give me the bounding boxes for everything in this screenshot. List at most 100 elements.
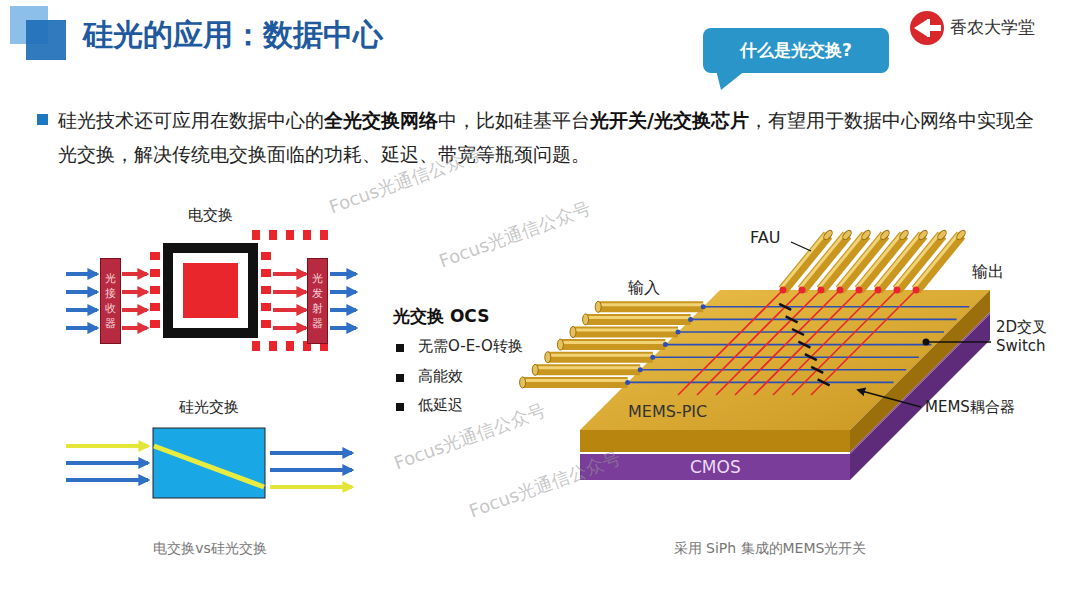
part-label: 光交换 OCS [393, 305, 489, 328]
output-waveguide [773, 290, 878, 395]
chip-die [183, 263, 238, 318]
fiber-highlight [535, 366, 640, 369]
input-fiber [598, 301, 703, 312]
emphasis-text: 光开关/光交换芯片 [590, 109, 749, 131]
bullet-item: 无需O-E-O转换 [418, 337, 523, 356]
input-fiber [548, 352, 653, 363]
part-label: 输出 [972, 262, 1004, 283]
chip-pin [150, 303, 160, 311]
logo-icon [910, 11, 944, 45]
fiber-end [936, 229, 948, 241]
node-label: CMOS [690, 457, 741, 477]
signal-arrows [273, 274, 306, 328]
input-fiber [535, 364, 640, 375]
coupling-dot [625, 380, 630, 385]
input-fiber [573, 327, 678, 338]
mems-switch [818, 379, 830, 385]
node-label: 硅光交换 [150, 398, 268, 417]
label-holder: 香农大学堂 [950, 16, 1035, 39]
fiber-end [917, 229, 929, 241]
fiber-end [898, 229, 910, 241]
bullet-item: 高能效 [418, 367, 463, 386]
bullet-item: 低延迟 [418, 396, 463, 415]
body-text: 中，比如硅基平台 [438, 109, 590, 131]
output-waveguide [735, 290, 840, 395]
fiber-end [520, 377, 526, 388]
silicon-photonic-switch: 硅光交换 [150, 398, 268, 499]
label-holder: 光交换 OCS [393, 305, 489, 328]
ocs-bullets [396, 344, 404, 411]
mems-pic-layer: MEMS-PIC [515, 222, 1000, 462]
fiber-end [595, 301, 601, 312]
fiber-highlight [800, 233, 845, 288]
output-waveguide [811, 290, 916, 395]
coupling-dot [913, 287, 920, 294]
si-switch-box [153, 428, 265, 498]
mems-switch [779, 304, 791, 310]
node-label: 什么是光交换? [740, 39, 852, 62]
label-holder: 输入 [628, 278, 660, 299]
part-label: MEMS耦合器 [925, 398, 1015, 417]
coupling-dot [856, 287, 863, 294]
input-waveguide [703, 306, 969, 308]
slide-title: 硅光的应用：数据中心 [83, 15, 383, 56]
mems-switch [786, 316, 798, 322]
input-waveguide [628, 382, 894, 384]
switched-path [154, 446, 264, 487]
mems-switch [798, 342, 810, 348]
output-waveguide [678, 290, 783, 395]
part-label: FAU [750, 228, 780, 247]
fiber-end [860, 229, 872, 241]
optical-receiver: 光接收器 [100, 258, 121, 344]
fiber-highlight [876, 233, 921, 288]
output-fiber [916, 235, 961, 290]
output-fiber [897, 235, 942, 290]
leader-dot [923, 339, 930, 346]
signal-arrow [122, 290, 147, 294]
fiber-highlight [914, 233, 959, 288]
chip-pin [286, 341, 294, 351]
figure-caption: 采用 SiPh 集成的MEMS光开关 [560, 540, 980, 558]
signal-arrow [273, 308, 306, 312]
signal-arrow [273, 326, 306, 330]
body-text: 硅光技术还可应用在数据中心的 [58, 109, 324, 131]
signal-arrow [122, 326, 147, 330]
fiber-end [532, 364, 538, 375]
fiber-end [583, 314, 589, 325]
chip-pin [150, 320, 160, 328]
chip-pin [269, 341, 277, 351]
mems-switch [805, 354, 817, 360]
coupling-dot [799, 287, 806, 294]
output-fiber [802, 235, 847, 290]
corner-square [10, 6, 48, 44]
chip-pin [150, 286, 160, 294]
fiber-end [570, 327, 576, 338]
chip-pin [150, 252, 160, 260]
output-waveguide [792, 290, 897, 395]
output-fiber [859, 235, 904, 290]
chip-pin [261, 269, 271, 277]
input-fiber [586, 314, 691, 325]
label-holder: 电交换vs硅光交换 [60, 540, 360, 558]
output-arrows [330, 274, 356, 328]
fiber-highlight [573, 329, 678, 332]
label-holder: 输出 [972, 262, 1004, 283]
fiber-highlight [548, 354, 653, 357]
pic-front [580, 430, 850, 452]
label-holder: FAU [750, 228, 780, 247]
cmos-side [850, 314, 990, 480]
si-output-arrows [270, 453, 352, 487]
label-holder: 采用 SiPh 集成的MEMS光开关 [560, 540, 980, 558]
node-label: 光发射器 [312, 271, 323, 331]
coupling-dot [780, 287, 787, 294]
output-fiber [840, 235, 885, 290]
chip-pin [261, 252, 271, 260]
chip-pin [261, 303, 271, 311]
label-holder: 低延迟 [418, 396, 463, 415]
fiber-end [822, 229, 834, 241]
